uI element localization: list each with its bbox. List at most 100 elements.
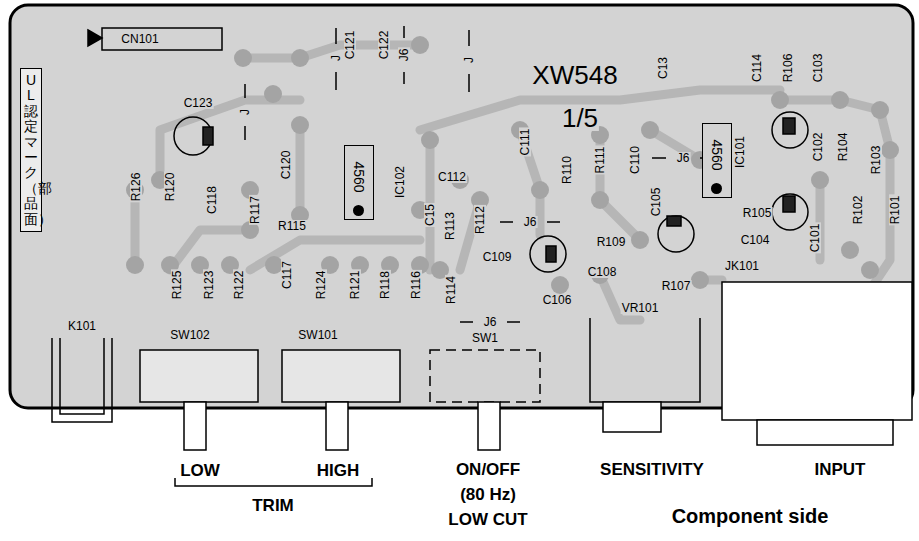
part-label: C15 [424,203,436,227]
relay-outline [52,338,112,422]
part-label: C120 [280,150,292,181]
part-label: IC102 [394,165,406,199]
solder-pad [871,101,889,119]
solder-pad [811,171,829,189]
solder-pad [126,256,144,274]
part-label: C110 [629,145,641,175]
part-label: R107 [661,280,692,292]
switch-body [140,350,258,402]
control-caption: LOW [179,462,221,479]
part-label: R124 [315,270,327,301]
solder-pad [411,36,429,54]
mark-box: UL認定マーク（部品面） [20,68,42,232]
pin1-marker [88,30,102,46]
part-label: C114 [751,53,763,83]
part-label: R105 [742,207,773,219]
part-label: SW101 [297,329,338,341]
polarity-mark [203,127,213,145]
jack-outline [757,420,893,445]
solder-pad [264,85,282,103]
control-caption: HIGH [316,462,361,479]
ic-outline: 4560 [702,123,732,198]
solder-pad [551,276,569,294]
part-label: R111 [594,146,606,175]
solder-pad [291,116,309,134]
solder-pad [691,271,709,289]
part-label: VR101 [621,302,660,314]
polarity-mark [546,246,556,262]
part-label: XW548 [531,62,618,88]
trim-bracket [175,478,372,486]
part-label: R113 [444,211,456,241]
part-label: R114 [445,275,457,305]
part-label: R122 [233,270,245,301]
part-label: JK101 [724,260,760,272]
switch-lever [478,402,500,450]
part-label: J [330,54,342,62]
vertical-note: UL認定マーク（部品面） [24,73,38,227]
part-label: R120 [164,172,176,203]
part-label: C111 [519,128,531,157]
part-label: IC101 [734,135,746,169]
part-label: R102 [852,195,864,226]
part-label: R106 [782,53,794,84]
part-label: C104 [740,234,771,246]
control-caption: INPUT [814,461,867,478]
part-label: R126 [130,172,142,203]
copper-trace [296,125,305,215]
part-label: R103 [870,145,882,176]
solder-pads [126,36,899,294]
solder-pad [841,241,859,259]
part-label: C118 [206,185,218,215]
ic-outline: 4560 [344,145,374,220]
part-label: SW1 [471,332,499,344]
part-label: K101 [67,320,97,332]
switch-lever [184,402,206,450]
part-label: R101 [889,195,901,226]
part-label: C108 [587,266,618,278]
part-label: J6 [523,216,538,228]
component-outlines [52,26,912,450]
part-label: J6 [398,48,410,63]
relay-outline [60,338,104,414]
part-label: C122 [378,30,390,61]
polarity-mark [783,118,795,134]
solder-pad [641,121,659,139]
part-label: J6 [483,316,498,328]
control-caption: Component side [671,506,830,526]
solder-pad [861,261,879,279]
control-caption: (80 Hz) [459,486,517,503]
copper-traces [135,45,890,320]
capacitor-outline [772,112,808,148]
solder-pad [831,91,849,109]
part-label: R115 [277,220,307,232]
ic-type: 4560 [710,139,724,170]
part-label: R116 [410,270,422,300]
switch-body [430,350,540,402]
capacitor-outline [174,117,212,155]
part-label: C106 [542,294,573,306]
solder-pad [771,91,789,109]
jack-outline [722,282,912,420]
part-label: C13 [657,56,669,80]
part-label: CN101 [120,33,159,45]
part-label: R125 [171,270,183,301]
control-caption: TRIM [251,497,295,514]
control-caption: ON/OFF [455,461,521,478]
solder-pad [631,231,649,249]
part-label: C109 [482,251,513,263]
part-label: 1/5 [561,105,599,131]
connector-outline [102,28,222,50]
part-label: R123 [203,270,215,301]
solder-pad [591,191,609,209]
part-label: J6 [676,152,691,164]
part-label: J [239,108,251,116]
capacitor-outline [530,236,566,272]
solder-pad [531,181,549,199]
part-label: R118 [379,270,391,300]
pin1-dot [353,205,364,216]
ic-type: 4560 [352,161,366,192]
switch-lever [326,402,348,450]
part-label: R121 [349,270,361,301]
polarity-mark [667,216,681,226]
